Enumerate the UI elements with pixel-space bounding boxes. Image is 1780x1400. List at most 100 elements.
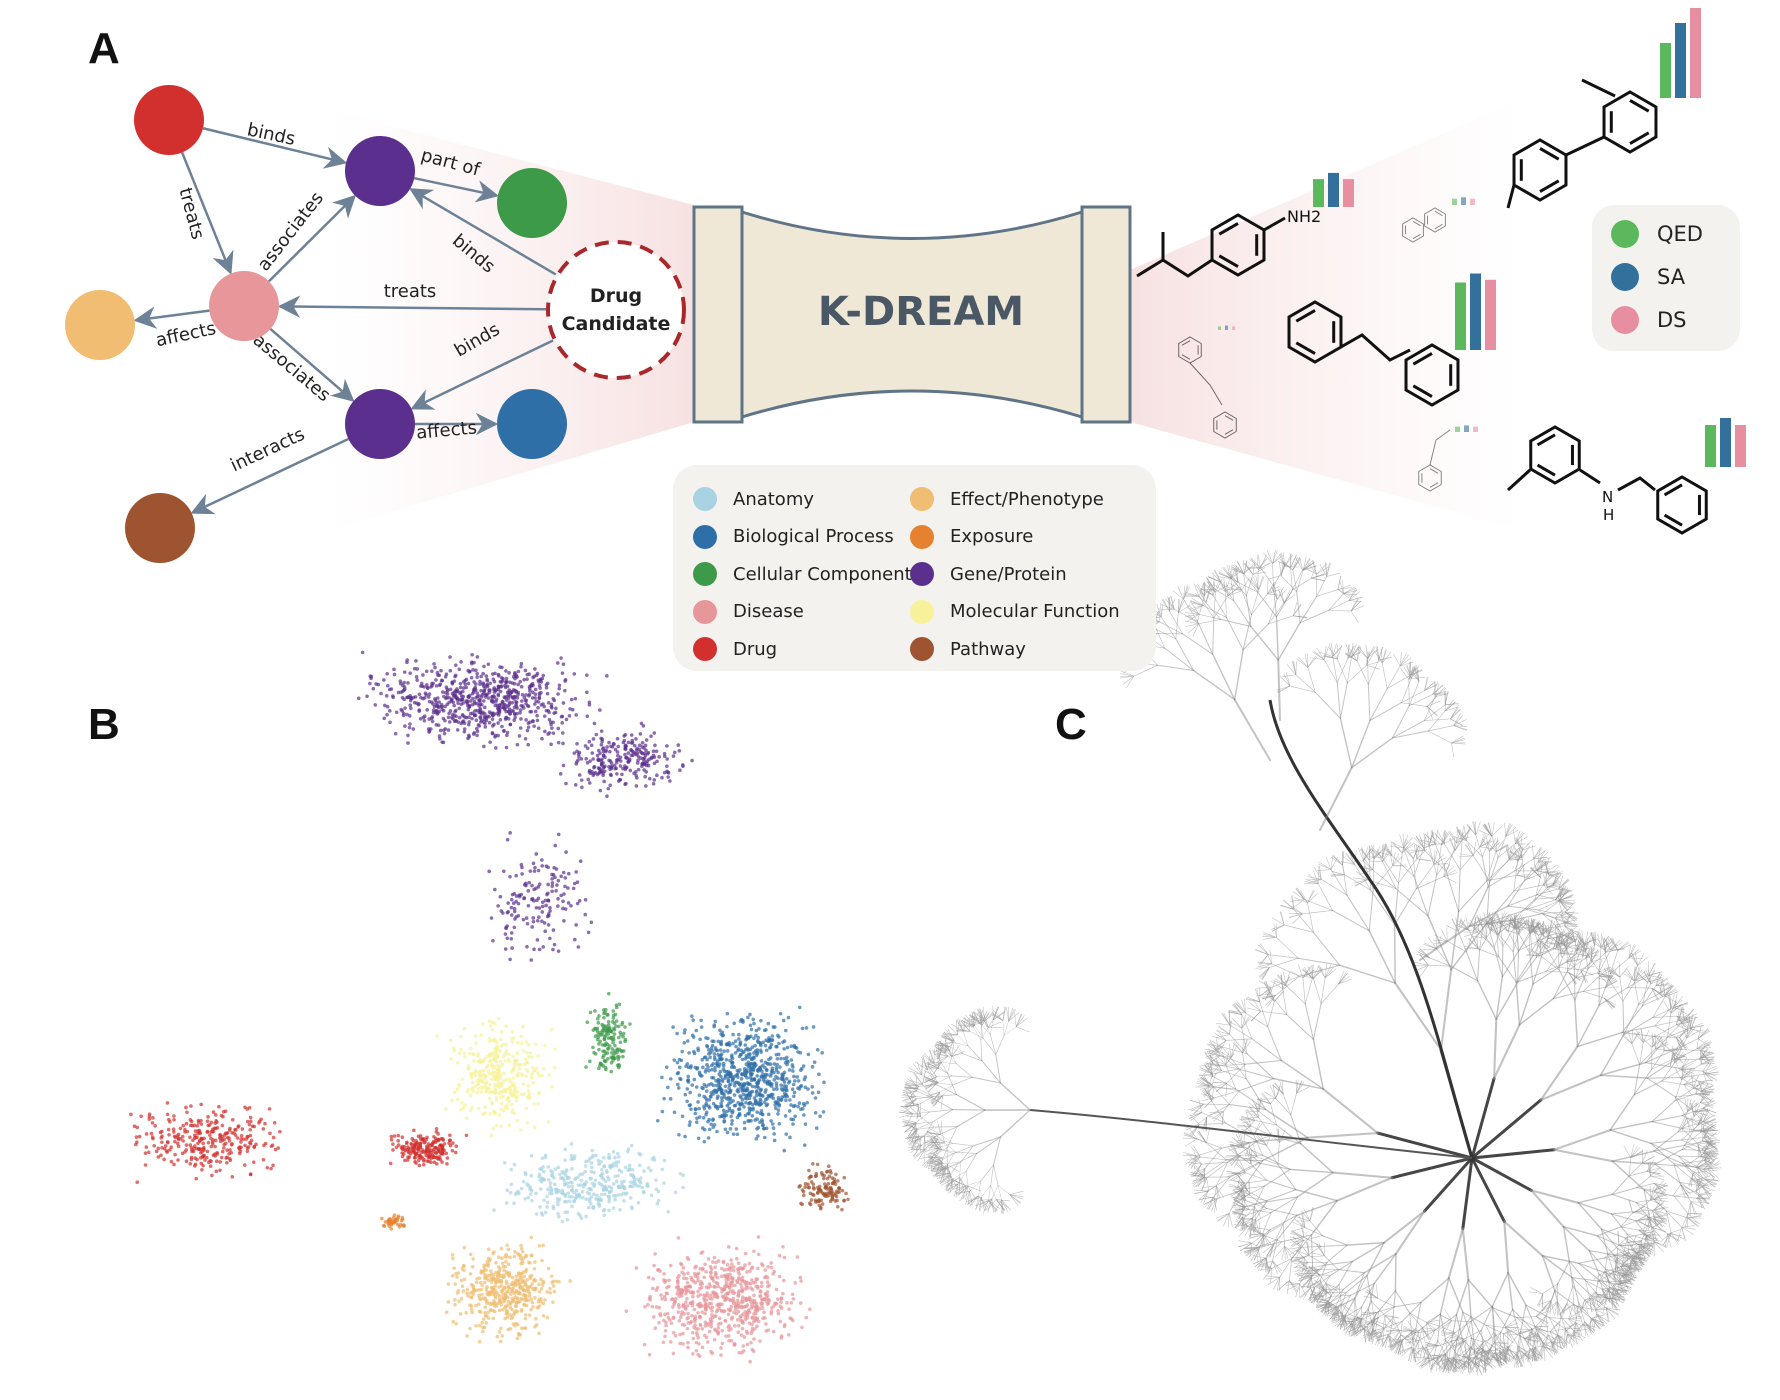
scatter-point (566, 871, 571, 876)
scatter-point (657, 1305, 662, 1310)
scatter-point (524, 1298, 529, 1302)
scatter-point (698, 1315, 702, 1319)
scatter-point (530, 1065, 535, 1070)
scatter-point (600, 747, 605, 751)
scatter-point (684, 1307, 688, 1311)
scatter-point (608, 759, 613, 763)
scatter-point (724, 1296, 728, 1301)
scatter-point (651, 749, 656, 754)
scatter-point (431, 708, 436, 713)
scatter-point (501, 1261, 505, 1266)
scatter-point (473, 1068, 478, 1072)
scatter-point (521, 1179, 526, 1184)
scatter-point (514, 1283, 518, 1287)
scatter-point (688, 1301, 693, 1305)
scatter-point (815, 1047, 820, 1052)
scatter-point (509, 1167, 514, 1172)
bond (1565, 135, 1605, 157)
scatter-point (771, 1096, 776, 1101)
scatter-point (723, 1127, 728, 1132)
scatter-point (759, 1109, 764, 1113)
scatter-point (731, 1265, 736, 1269)
scatter-point (539, 1286, 544, 1291)
scatter-point (534, 852, 539, 856)
scatter-point (622, 738, 627, 743)
tree-fringe (1258, 944, 1269, 955)
scatter-point (209, 1120, 214, 1125)
scatter-point (713, 1265, 717, 1270)
scatter-point (453, 1282, 458, 1286)
scatter-point (648, 1296, 652, 1301)
scatter-point (200, 1168, 204, 1172)
scatter-point (528, 1261, 532, 1265)
scatter-point (382, 716, 386, 721)
scatter-point (360, 650, 365, 655)
scatter-point (533, 667, 537, 671)
scatter-point (463, 1103, 467, 1107)
output-fan (1130, 100, 1520, 530)
scatter-point (676, 1086, 681, 1090)
scatter-point (700, 1326, 705, 1331)
scatter-point (623, 733, 628, 737)
scatter-point (365, 694, 369, 699)
scatter-point (543, 1043, 547, 1048)
scatter-point (576, 752, 581, 757)
scatter-point (730, 1276, 735, 1280)
scatter-point (269, 1144, 274, 1149)
scatter-point (500, 724, 504, 729)
scatter-point (523, 698, 528, 703)
scatter-point (197, 1147, 201, 1152)
scatter-point (736, 1294, 740, 1298)
tree-branch (1312, 931, 1341, 966)
scatter-point (681, 1266, 686, 1270)
scatter-point (662, 754, 667, 759)
scatter-point (727, 1071, 731, 1076)
scatter-point (468, 711, 473, 716)
scatter-point (519, 664, 523, 669)
scatter-point (532, 1125, 537, 1130)
scatter-point (401, 711, 406, 716)
scatter-point (764, 1048, 769, 1053)
scatter-point (609, 1051, 614, 1055)
scatter-point (147, 1117, 152, 1121)
scatter-point (218, 1160, 222, 1164)
scatter-point (499, 1107, 503, 1111)
scatter-point (448, 655, 452, 659)
scatter-point (556, 878, 561, 883)
scatter-point (586, 930, 591, 935)
scatter-point (134, 1135, 139, 1139)
scatter-point (615, 736, 620, 741)
scatter-point (553, 1047, 557, 1052)
scatter-point (556, 1211, 560, 1216)
scatter-point (583, 898, 588, 902)
scatter-point (544, 685, 549, 690)
scatter-point (585, 673, 589, 677)
scatter-point (699, 1285, 704, 1290)
scatter-point (245, 1119, 250, 1124)
scatter-point (524, 1172, 528, 1177)
scatter-point (639, 1176, 643, 1180)
scatter-point (813, 1096, 818, 1100)
scatter-point (574, 923, 578, 927)
scatter-point (482, 664, 486, 669)
scatter-point (503, 932, 508, 936)
scatter-point (224, 1156, 228, 1160)
scatter-point (655, 1118, 660, 1123)
scatter-point (615, 1050, 619, 1055)
scatter-point (557, 1214, 561, 1219)
scatter-point (540, 919, 544, 924)
scatter-point (485, 679, 490, 683)
tree-fringe (1368, 845, 1371, 860)
scatter-point (760, 1112, 765, 1117)
scatter-point (611, 1149, 616, 1154)
scatter-point (602, 769, 607, 774)
scatter-point (563, 1181, 567, 1186)
scatter-point (575, 880, 580, 884)
scatter-point (770, 1122, 775, 1126)
scatter-point (750, 1287, 755, 1292)
scatter-point (560, 1176, 565, 1180)
scatter-point (549, 1187, 554, 1191)
scatter-point (739, 1305, 744, 1310)
scatter-point (617, 1002, 622, 1007)
scatter-point (481, 1325, 485, 1330)
